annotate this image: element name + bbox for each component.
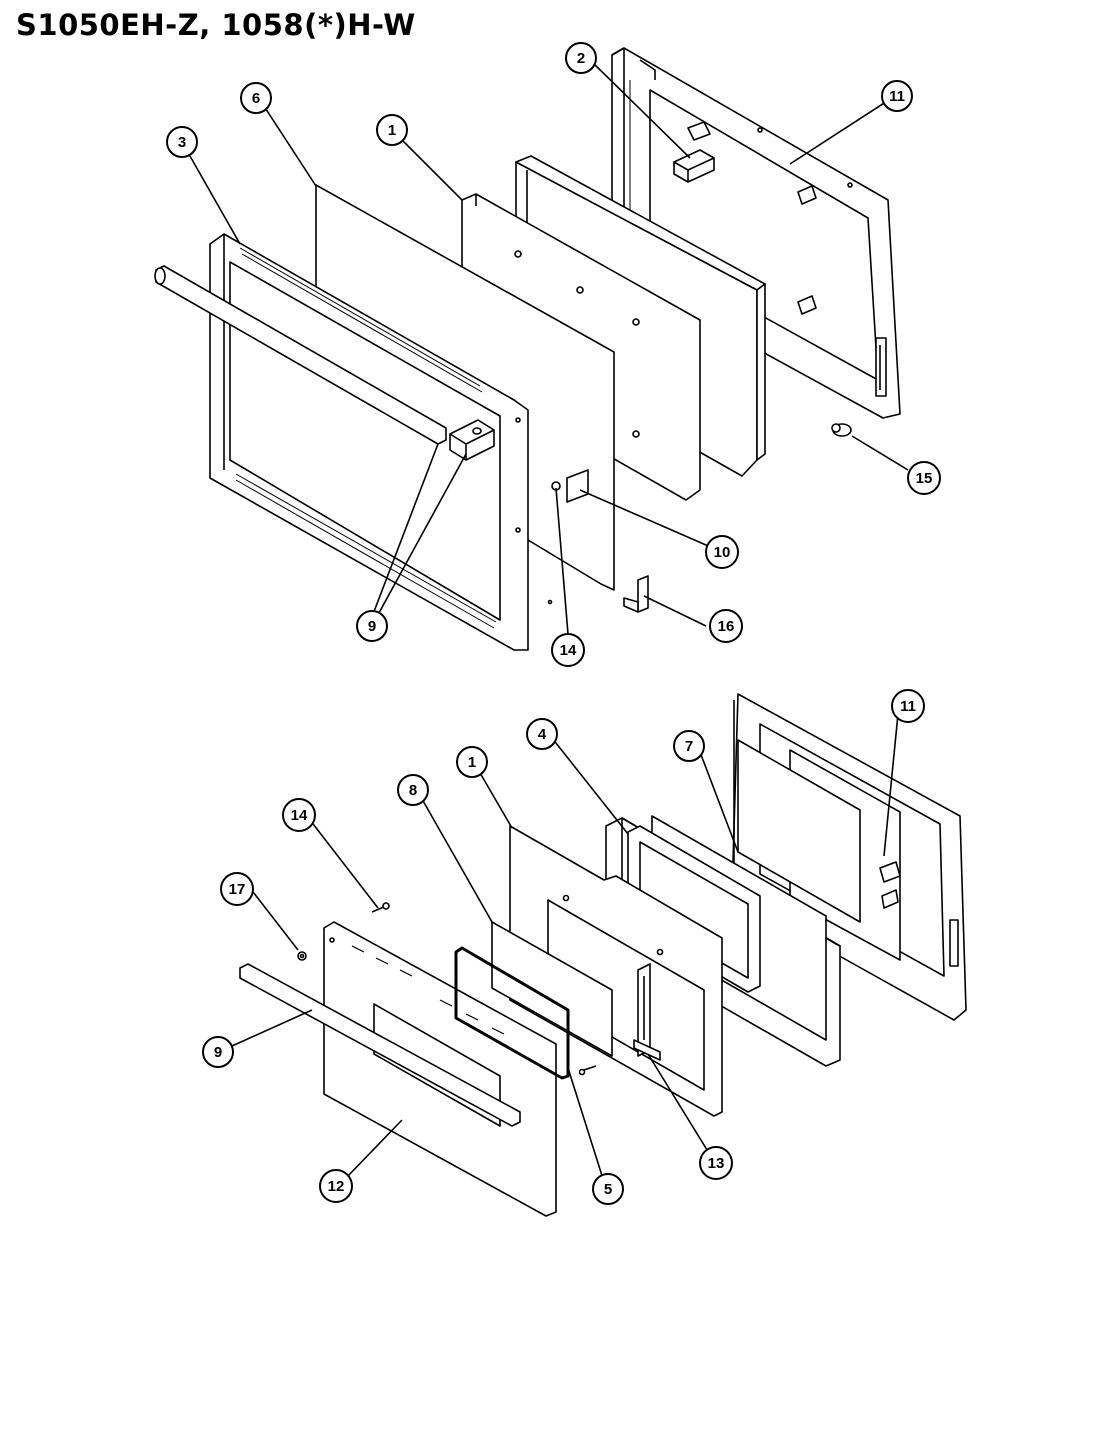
callout-label: 7: [685, 738, 693, 755]
callout-label: 13: [708, 1155, 725, 1172]
callout-1-bottom: 1: [456, 746, 488, 778]
bottom-hinge-bracket: [634, 964, 660, 1060]
callout-label: 15: [916, 470, 933, 487]
top-handle-cap: [450, 420, 494, 460]
bottom-glass-pane: [738, 740, 860, 922]
callout-15: 15: [907, 461, 941, 495]
callout-6: 6: [240, 82, 272, 114]
top-handle-bar: [155, 266, 446, 444]
callout-label: 5: [604, 1181, 612, 1198]
callout-11: 11: [881, 80, 913, 112]
callout-8: 8: [397, 774, 429, 806]
callout-label: 1: [388, 122, 396, 139]
callout-label: 1: [468, 754, 476, 771]
bottom-nut: [298, 952, 306, 960]
callout-label: 12: [328, 1178, 345, 1195]
top-plug: [832, 424, 851, 436]
callout-13: 13: [699, 1146, 733, 1180]
callout-label: 14: [560, 642, 577, 659]
callout-label: 4: [538, 726, 547, 743]
callout-label: 3: [178, 134, 186, 151]
callout-label: 11: [889, 88, 905, 105]
bottom-screw: [372, 903, 389, 912]
callout-2: 2: [565, 42, 597, 74]
callout-label: 8: [409, 782, 417, 799]
callout-11-bottom: 11: [891, 689, 925, 723]
top-clip: [674, 150, 714, 182]
callout-10: 10: [705, 535, 739, 569]
callout-label: 14: [291, 807, 308, 824]
bottom-gasket: [456, 948, 568, 1078]
top-assembly: [155, 48, 900, 650]
callout-14: 14: [551, 633, 585, 667]
callout-label: 16: [718, 618, 735, 635]
page-title: S1050EH-Z, 1058(*)H-W: [16, 8, 416, 42]
bottom-small-screw: [580, 1066, 597, 1075]
bottom-assembly: [240, 694, 966, 1216]
top-l-bracket: [624, 576, 648, 612]
leader-lines: [181, 59, 909, 1183]
callout-9-bottom: 9: [202, 1036, 234, 1068]
callout-label: 17: [229, 881, 246, 898]
callout-5: 5: [592, 1173, 624, 1205]
bottom-handle-bar: [240, 964, 520, 1126]
callout-4: 4: [526, 718, 558, 750]
callout-14-bottom: 14: [282, 798, 316, 832]
callout-label: 11: [900, 698, 916, 715]
callout-16: 16: [709, 609, 743, 643]
callout-12: 12: [319, 1169, 353, 1203]
callout-label: 6: [252, 90, 260, 107]
callout-7: 7: [673, 730, 705, 762]
callout-17: 17: [220, 872, 254, 906]
callout-label: 9: [214, 1044, 222, 1061]
callout-label: 9: [368, 618, 376, 635]
callout-3: 3: [166, 126, 198, 158]
callout-label: 10: [714, 544, 731, 561]
callout-1: 1: [376, 114, 408, 146]
callout-9: 9: [356, 610, 388, 642]
callout-label: 2: [577, 50, 585, 67]
